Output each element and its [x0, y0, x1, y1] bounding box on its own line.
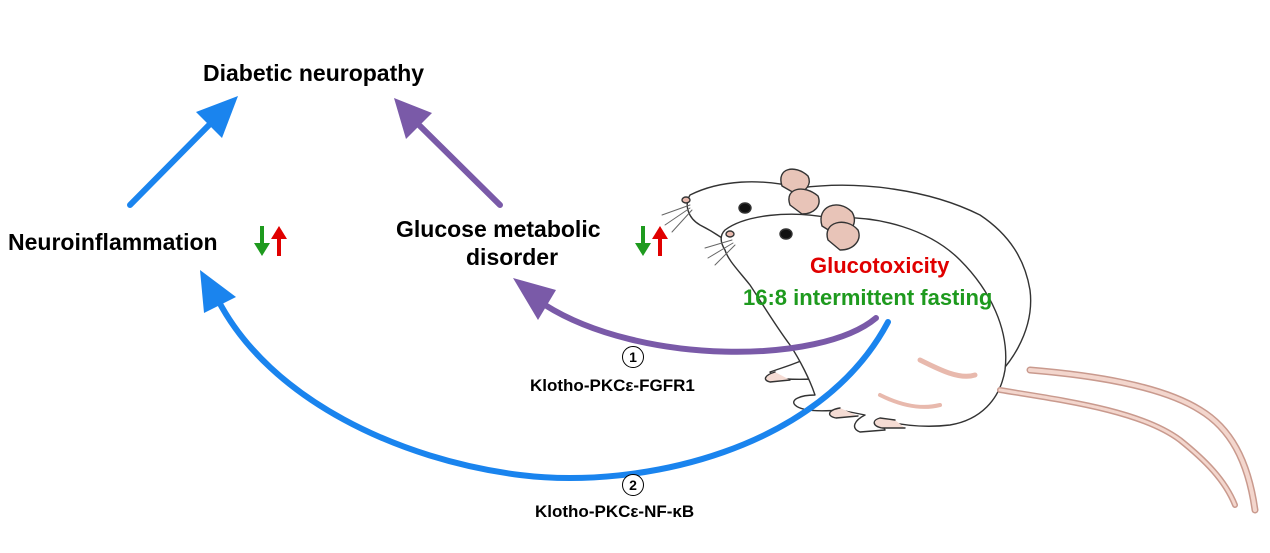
pathway-1-label: Klotho-PKCε-FGFR1 [530, 376, 695, 395]
arrow-glucose-to-neuropathy [394, 98, 503, 208]
condition-intermittent-fasting: 16:8 intermittent fasting [743, 285, 993, 310]
pathway-2-number: 2 [622, 474, 644, 496]
node-neuroinflammation: Neuroinflammation [8, 229, 218, 255]
curved-arrow-pathway-1 [513, 278, 879, 355]
condition-glucotoxicity: Glucotoxicity [810, 253, 950, 278]
pathway-1-number: 1 [622, 346, 644, 368]
glucose-down-up-icon [635, 226, 668, 256]
curved-arrow-pathway-2 [200, 270, 891, 481]
pathway-2-label: Klotho-PKCε-NF-κB [535, 502, 695, 521]
neuroinflammation-down-up-icon [254, 226, 287, 256]
two-white-mice-illustration [661, 168, 1259, 514]
arrow-neuroinflammation-to-neuropathy [127, 96, 238, 208]
node-glucose-line1: Glucose metabolic [396, 216, 601, 242]
node-glucose-line2: disorder [466, 244, 559, 270]
node-diabetic-neuropathy: Diabetic neuropathy [203, 60, 425, 86]
